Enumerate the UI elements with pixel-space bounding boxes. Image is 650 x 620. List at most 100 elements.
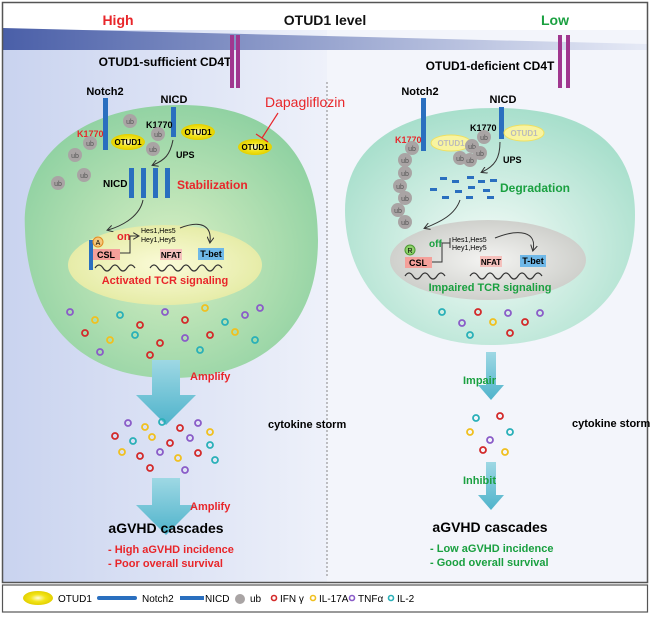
cytokine-dot — [458, 319, 466, 327]
svg-text:Hes1,Hes5: Hes1,Hes5 — [141, 228, 176, 235]
cytokine-dot — [501, 448, 509, 456]
cytokine-dot — [124, 419, 132, 427]
ub-icon: ub — [398, 153, 412, 167]
stabilization-label: Stabilization — [177, 178, 248, 192]
svg-text:Hey1,Hey5: Hey1,Hey5 — [141, 237, 176, 244]
svg-text:ub: ub — [466, 158, 474, 165]
nicd-fragment — [442, 196, 449, 199]
cytokine-storm-label: cytokine storm — [268, 419, 346, 431]
cytokine-dot — [176, 424, 184, 432]
cytokine-dot — [111, 432, 119, 440]
svg-text:NICD: NICD — [490, 94, 517, 106]
nicd-fragment — [452, 180, 459, 183]
svg-text:Notch2: Notch2 — [401, 86, 438, 98]
nicd-fragment — [440, 177, 447, 180]
cytokine-dot — [146, 464, 154, 472]
cytokine-dot — [181, 316, 189, 324]
cytokine-dot — [174, 454, 182, 462]
svg-text:CSL: CSL — [409, 258, 428, 268]
svg-text:IL-17A: IL-17A — [319, 594, 349, 605]
cytokine-dot — [206, 441, 214, 449]
svg-text:ub: ub — [71, 153, 79, 160]
svg-text:off: off — [429, 239, 442, 250]
nicd-fragment — [467, 176, 474, 179]
svg-text:NICD: NICD — [103, 179, 127, 190]
cytokine-storm-label-right: cytokine storm — [572, 418, 650, 430]
cytokine-dot — [118, 448, 126, 456]
amplify-arrow-2 — [136, 478, 196, 535]
nicd-fragment — [490, 179, 497, 182]
svg-text:ub: ub — [86, 141, 94, 148]
svg-text:UPS: UPS — [503, 155, 522, 165]
svg-text:NFAT: NFAT — [161, 251, 181, 260]
svg-text:on: on — [117, 231, 131, 243]
cytokine-dot — [256, 304, 264, 312]
cytokine-dot — [156, 339, 164, 347]
svg-text:ub: ub — [401, 196, 409, 203]
cytokine-dot — [206, 331, 214, 339]
cytokine-dot — [466, 331, 474, 339]
cytokine-dot — [146, 351, 154, 359]
impair-label: Impair — [463, 375, 497, 387]
cytokine-dot — [91, 316, 99, 324]
ub-icon: ub — [405, 141, 419, 155]
svg-text:NFAT: NFAT — [481, 258, 501, 267]
cytokine-dot — [136, 452, 144, 460]
svg-text:K1770: K1770 — [77, 129, 104, 139]
svg-text:IFN γ: IFN γ — [280, 594, 304, 605]
cytokine-dot — [486, 436, 494, 444]
cytokine-dot — [194, 419, 202, 427]
svg-text:Notch2: Notch2 — [86, 86, 123, 98]
cytokine-dot — [156, 448, 164, 456]
activated-tcr-label: Activated TCR signaling — [102, 275, 229, 287]
nicd-receptor — [171, 107, 176, 137]
svg-text:ub: ub — [54, 181, 62, 188]
svg-text:OTUD1: OTUD1 — [510, 129, 538, 138]
nicd-fragment — [430, 188, 437, 191]
cytokine-dot — [186, 434, 194, 442]
low-label: Low — [541, 12, 569, 28]
svg-text:ub: ub — [250, 594, 262, 605]
ub-icon: ub — [398, 191, 412, 205]
nicd-legend-icon — [180, 596, 204, 600]
high-label: High — [102, 12, 133, 28]
svg-text:Hey1,Hey5: Hey1,Hey5 — [452, 245, 487, 252]
il17a-legend-icon — [309, 594, 317, 602]
right-title: OTUD1-deficient CD4T — [426, 59, 555, 73]
svg-text:ub: ub — [394, 208, 402, 215]
cytokine-dot — [206, 428, 214, 436]
agvhd-cascades-left: aGVHD cascades — [108, 520, 223, 536]
cytokine-dot — [479, 446, 487, 454]
cytokine-dot — [241, 311, 249, 319]
cytokine-dot — [181, 466, 189, 474]
cytokine-storm-dots — [466, 412, 514, 456]
svg-text:K1770: K1770 — [146, 120, 173, 130]
nicd-fragment — [455, 190, 462, 193]
ub-icon: ub — [391, 203, 405, 217]
svg-text:K1770: K1770 — [470, 123, 497, 133]
left-title: OTUD1-sufficient CD4T — [99, 55, 232, 69]
cytokine-dot — [474, 308, 482, 316]
svg-text:Notch2: Notch2 — [142, 594, 174, 605]
svg-text:A: A — [96, 240, 101, 247]
cytokine-dot — [106, 336, 114, 344]
svg-text:Hes1,Hes5: Hes1,Hes5 — [452, 237, 487, 244]
outcome-right-1: - Low aGVHD incidence — [430, 543, 553, 555]
svg-text:ub: ub — [401, 171, 409, 178]
ub-icon: ub — [473, 146, 487, 160]
cytokine-dot — [211, 456, 219, 464]
svg-text:ub: ub — [401, 220, 409, 227]
ub-icon: ub — [77, 168, 91, 182]
cytokine-dot — [181, 334, 189, 342]
otud1-level-gradient — [3, 28, 647, 50]
cytokine-dot — [466, 428, 474, 436]
cytokine-dot — [148, 433, 156, 441]
nicd-fragment — [478, 180, 485, 183]
ub-icon: ub — [146, 142, 160, 156]
ub-legend-icon — [235, 594, 245, 604]
impaired-tcr-label: Impaired TCR signaling — [429, 282, 552, 294]
cytokine-dot — [158, 418, 166, 426]
